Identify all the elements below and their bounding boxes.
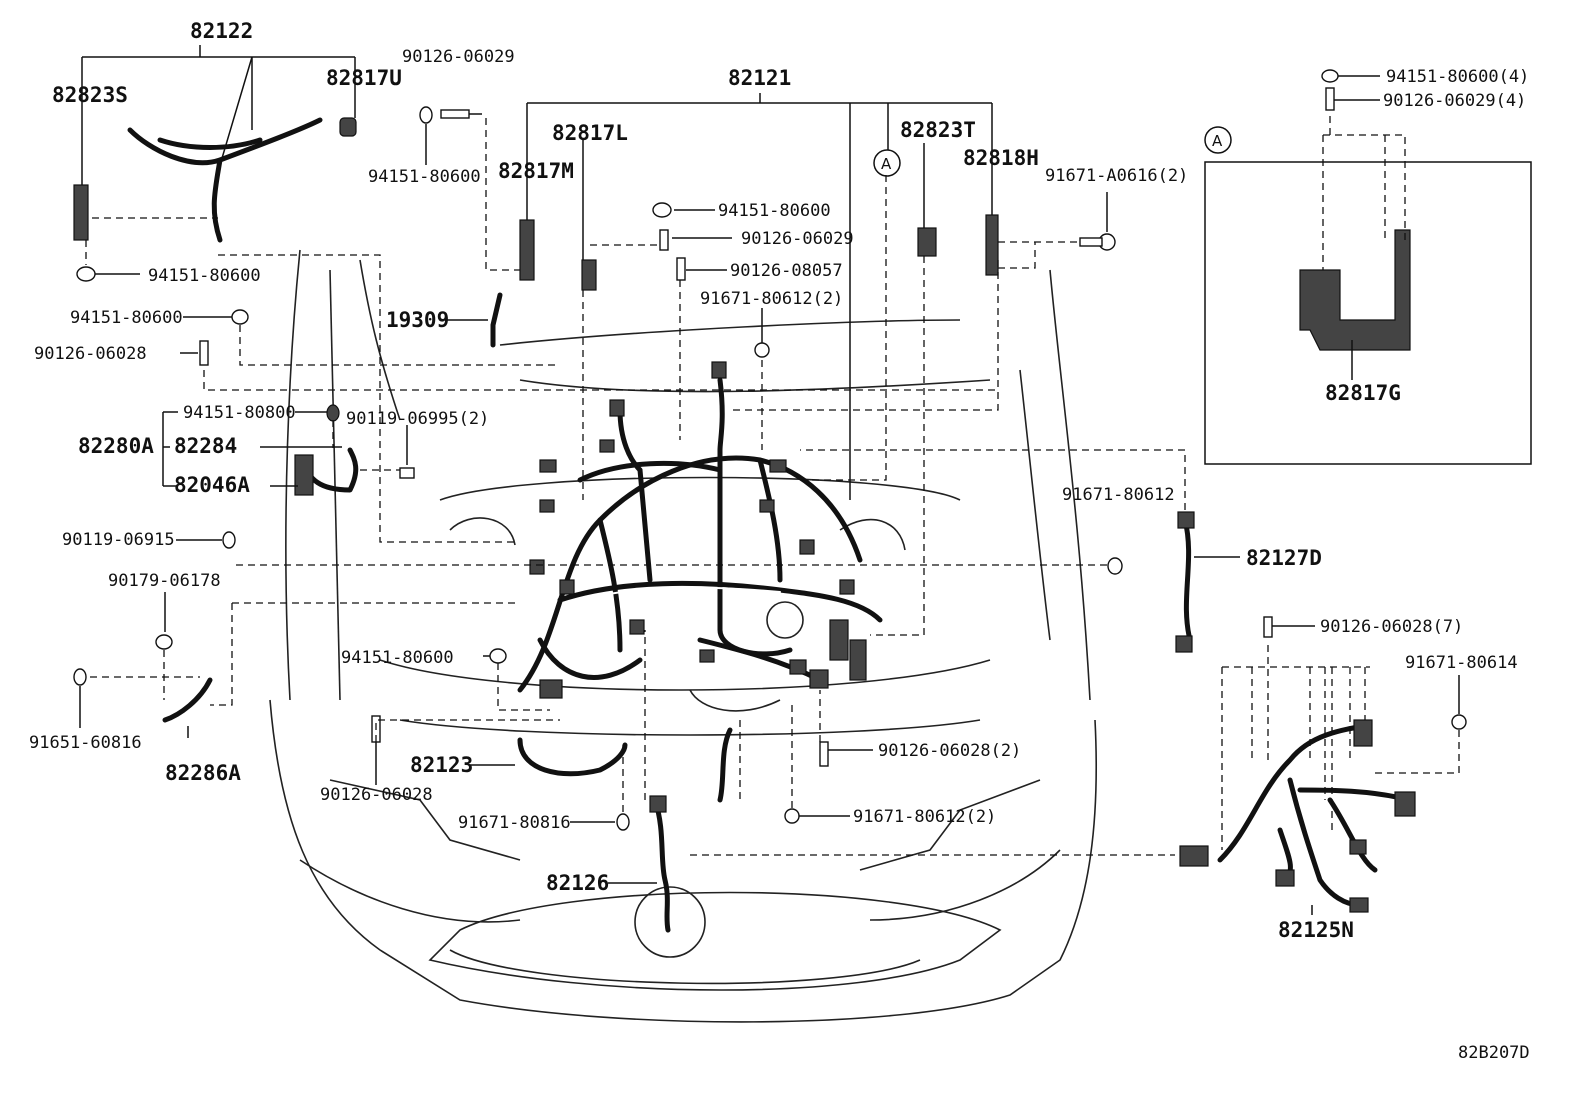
part-number-labels: 82122 82817U 82823S 90126-06029 94151-80… (29, 19, 1530, 1063)
callout-a-inset: A (1212, 132, 1223, 150)
diagram-code: 82B207D (1458, 1043, 1530, 1063)
label-94151-80600-d: 94151-80600 (718, 201, 831, 221)
label-90119-06995: 90119-06995(2) (346, 409, 489, 429)
label-82817M: 82817M (498, 159, 574, 183)
assembly-dashed-lines (85, 115, 1460, 856)
label-91671-80614: 91671-80614 (1405, 653, 1518, 673)
label-91651-60816: 91651-60816 (29, 733, 142, 753)
callout-a-markers: A A (873, 126, 1232, 177)
label-90126-06028-a: 90126-06028 (34, 344, 147, 364)
label-94151-80600-c: 94151-80600 (70, 308, 183, 328)
label-82046A: 82046A (174, 473, 250, 497)
label-94151-80600-4: 94151-80600(4) (1386, 67, 1529, 87)
label-91671-80612-2b: 91671-80612(2) (853, 807, 996, 827)
label-94151-80800: 94151-80800 (183, 403, 296, 423)
label-91671-80612: 91671-80612 (1062, 485, 1175, 505)
vehicle-body-outline (269, 249, 1097, 1023)
leader-lines (79, 45, 1532, 915)
label-90126-06028-7: 90126-06028(7) (1320, 617, 1463, 637)
callout-a-engine: A (881, 155, 892, 173)
label-91671-80816: 91671-80816 (458, 813, 571, 833)
label-91671-80612-2a: 91671-80612(2) (700, 289, 843, 309)
label-90119-06915: 90119-06915 (62, 530, 175, 550)
label-82817U: 82817U (326, 66, 402, 90)
label-94151-80600-a: 94151-80600 (148, 266, 261, 286)
label-91671-A0616: 91671-A0616(2) (1045, 166, 1188, 186)
label-90126-06029-mid: 90126-06029 (741, 229, 854, 249)
label-82123: 82123 (410, 753, 473, 777)
label-82122: 82122 (190, 19, 253, 43)
label-90126-06029-4: 90126-06029(4) (1383, 91, 1526, 111)
label-82280A: 82280A (78, 434, 154, 458)
label-90126-06029-top: 90126-06029 (402, 47, 515, 67)
label-82126: 82126 (546, 871, 609, 895)
label-94151-80600-e: 94151-80600 (341, 648, 454, 668)
label-82286A: 82286A (165, 761, 241, 785)
label-90126-08057: 90126-08057 (730, 261, 843, 281)
label-82127D: 82127D (1246, 546, 1322, 570)
label-90126-06028-b: 90126-06028 (320, 785, 433, 805)
label-82818H: 82818H (963, 146, 1039, 170)
engine-room-harness-drawing (517, 361, 883, 699)
label-82823S: 82823S (52, 83, 128, 107)
label-82121: 82121 (728, 66, 791, 90)
label-82823T: 82823T (900, 118, 976, 142)
label-82817G: 82817G (1325, 381, 1401, 405)
label-90179-06178: 90179-06178 (108, 571, 221, 591)
label-82284: 82284 (174, 434, 237, 458)
label-94151-80600-b: 94151-80600 (368, 167, 481, 187)
label-82817L: 82817L (552, 121, 628, 145)
label-19309: 19309 (386, 308, 449, 332)
label-82125N: 82125N (1278, 918, 1354, 942)
label-90126-06028-2: 90126-06028(2) (878, 741, 1021, 761)
